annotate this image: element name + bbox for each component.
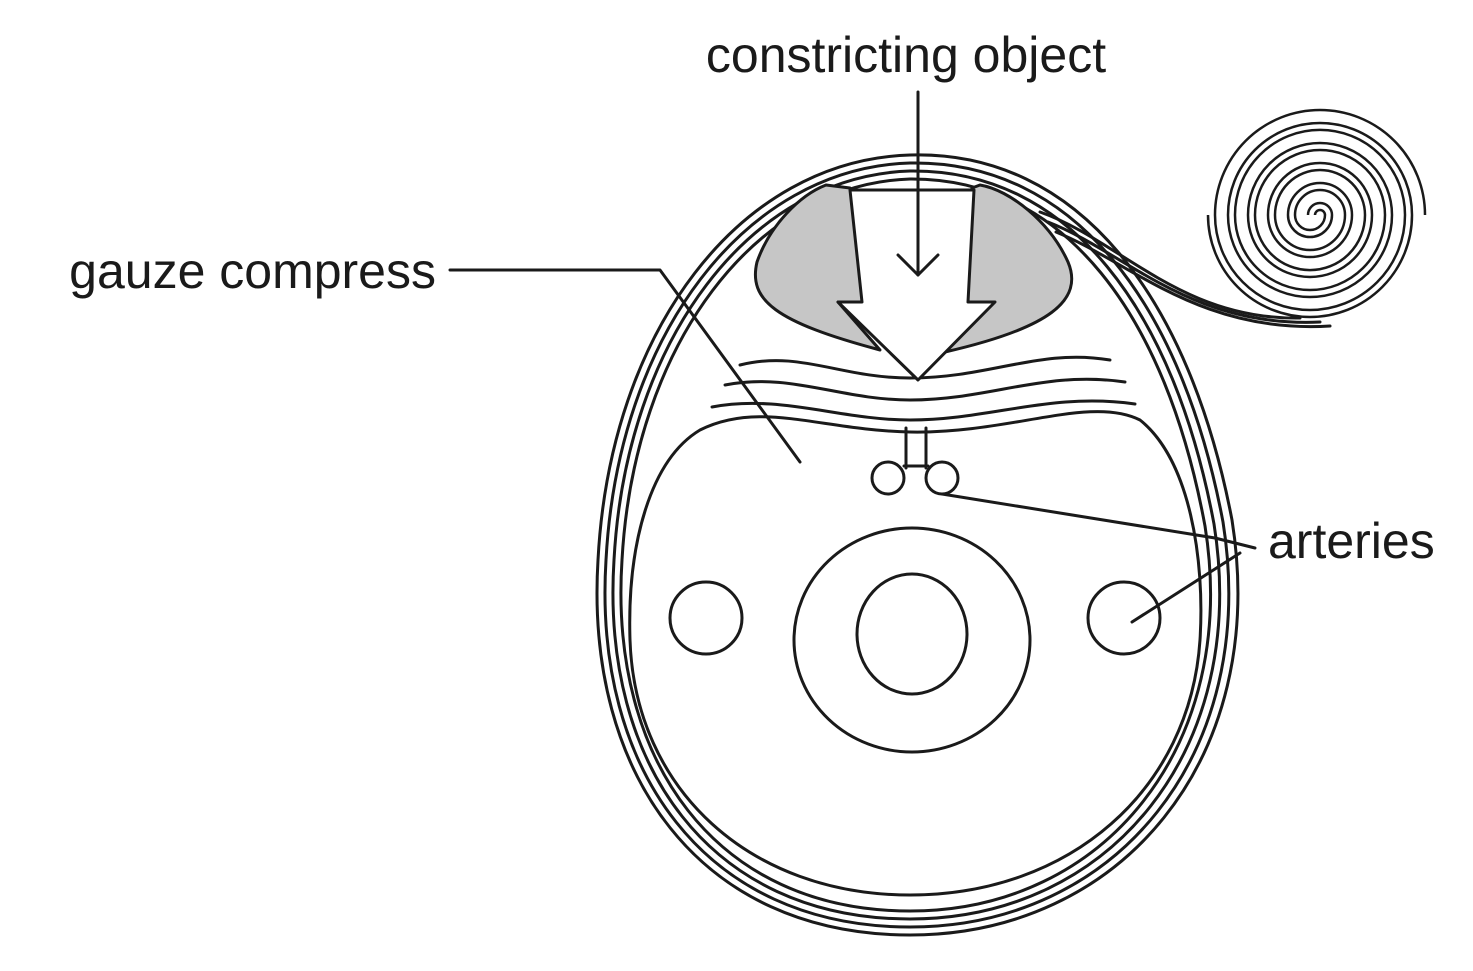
label-arteries: arteries <box>1268 513 1435 569</box>
wrap-line-3 <box>710 399 1137 422</box>
bone <box>792 526 1032 754</box>
leader-lines <box>448 268 1257 624</box>
constricting-object-arrow <box>836 188 997 382</box>
bandage-layer-2 <box>603 161 1231 929</box>
bone-outer-ring <box>792 526 1032 754</box>
label-constricting-object: constricting object <box>706 27 1106 83</box>
bandage-roll-spiral <box>1038 108 1427 329</box>
leader-arteries-bottom <box>1130 551 1242 624</box>
compress-wrap-lines <box>710 355 1137 422</box>
bandage-layer-outer <box>595 153 1240 937</box>
artery-right <box>1086 580 1162 656</box>
leader-gauze-compress <box>448 268 802 464</box>
label-gauze-compress: gauze compress <box>69 243 436 299</box>
bandage-layers <box>595 153 1240 937</box>
vessel-left <box>668 580 744 656</box>
bandage-layer-3 <box>611 169 1222 921</box>
wrap-line-2 <box>723 377 1127 402</box>
pointer-arrow <box>896 90 940 277</box>
wrap-line-1 <box>738 355 1112 380</box>
leader-arteries-top <box>940 492 1257 550</box>
limb-outline <box>628 410 1203 897</box>
bandage-layer-4 <box>619 177 1212 913</box>
compressed-arteries <box>870 426 960 496</box>
bone-marrow <box>855 572 969 696</box>
